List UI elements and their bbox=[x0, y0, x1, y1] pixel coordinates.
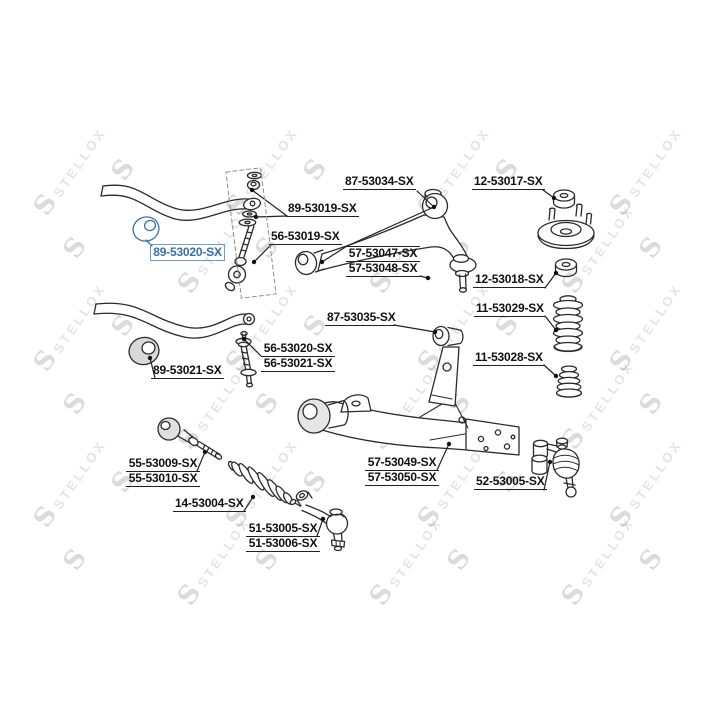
part-link-57-53049-sx[interactable]: 57-53049-SX bbox=[365, 456, 439, 471]
part-link-56-53020-sx[interactable]: 56-53020-SX bbox=[261, 342, 335, 357]
tie-rod-axial-drawing bbox=[157, 417, 223, 460]
part-link-87-53034-sx[interactable]: 87-53034-SX bbox=[343, 174, 416, 190]
part-link-51-53006-sx[interactable]: 51-53006-SX bbox=[246, 537, 320, 552]
part-link-52-53005-sx[interactable]: 52-53005-SX bbox=[474, 474, 547, 490]
part-link-11-53028-sx[interactable]: 11-53028-SX bbox=[473, 350, 545, 366]
bump-stop-drawing bbox=[555, 365, 583, 398]
ball-joint-drawing bbox=[531, 437, 580, 498]
part-link-56-53021-sx[interactable]: 56-53021-SX bbox=[261, 357, 335, 372]
part-link-group-stab-link-rear: 56-53020-SX 56-53021-SX bbox=[261, 342, 335, 372]
stabilizer-bar-rear-drawing bbox=[93, 302, 256, 339]
tie-rod-end-drawing bbox=[295, 490, 349, 552]
strut-boot-drawing bbox=[552, 295, 584, 353]
part-link-group-lower-arm-bushings: 57-53049-SX 57-53050-SX bbox=[365, 456, 439, 486]
part-link-group-tie-rod-end: 51-53005-SX 51-53006-SX bbox=[246, 522, 320, 552]
part-link-55-53009-sx[interactable]: 55-53009-SX bbox=[126, 457, 200, 472]
part-link-89-53019-sx[interactable]: 89-53019-SX bbox=[286, 201, 359, 217]
part-link-57-53050-sx[interactable]: 57-53050-SX bbox=[365, 471, 439, 486]
selection-box bbox=[225, 167, 277, 299]
part-link-56-53019-sx[interactable]: 56-53019-SX bbox=[269, 229, 342, 245]
part-link-89-53021-sx[interactable]: 89-53021-SX bbox=[151, 363, 224, 379]
strut-mount-drawing bbox=[537, 189, 595, 250]
part-link-55-53010-sx[interactable]: 55-53010-SX bbox=[126, 472, 200, 487]
part-link-14-53004-sx[interactable]: 14-53004-SX bbox=[173, 496, 246, 512]
stabilizer-link-front-drawing bbox=[224, 171, 263, 292]
leader-lines bbox=[149, 189, 557, 537]
part-link-12-53018-sx[interactable]: 12-53018-SX bbox=[473, 272, 546, 288]
steering-boot-drawing bbox=[227, 460, 301, 507]
stabilizer-link-rear-drawing bbox=[235, 331, 257, 388]
leader-dots bbox=[147, 187, 559, 522]
part-link-12-53017-sx[interactable]: 12-53017-SX bbox=[472, 174, 545, 190]
selected-part-label-89-53020-sx[interactable]: 89-53020-SX bbox=[150, 244, 225, 261]
stabilizer-bushing-front-drawing[interactable] bbox=[130, 214, 162, 247]
part-link-group-tie-rod-axial: 55-53009-SX 55-53010-SX bbox=[126, 457, 200, 487]
part-link-57-53047-sx[interactable]: 57-53047-SX bbox=[346, 247, 420, 262]
lower-control-arm-drawing bbox=[297, 325, 520, 456]
part-link-51-53005-sx[interactable]: 51-53005-SX bbox=[246, 522, 320, 537]
part-link-11-53029-sx[interactable]: 11-53029-SX bbox=[474, 301, 546, 317]
part-link-group-upper-arm-bushings: 57-53047-SX 57-53048-SX bbox=[346, 246, 420, 277]
strut-washer-lower-drawing bbox=[554, 258, 578, 278]
stabilizer-bar-front-drawing bbox=[100, 184, 262, 221]
part-link-87-53035-sx[interactable]: 87-53035-SX bbox=[325, 310, 398, 326]
part-link-57-53048-sx[interactable]: 57-53048-SX bbox=[346, 262, 420, 277]
upper-control-arm-drawing bbox=[294, 188, 477, 293]
